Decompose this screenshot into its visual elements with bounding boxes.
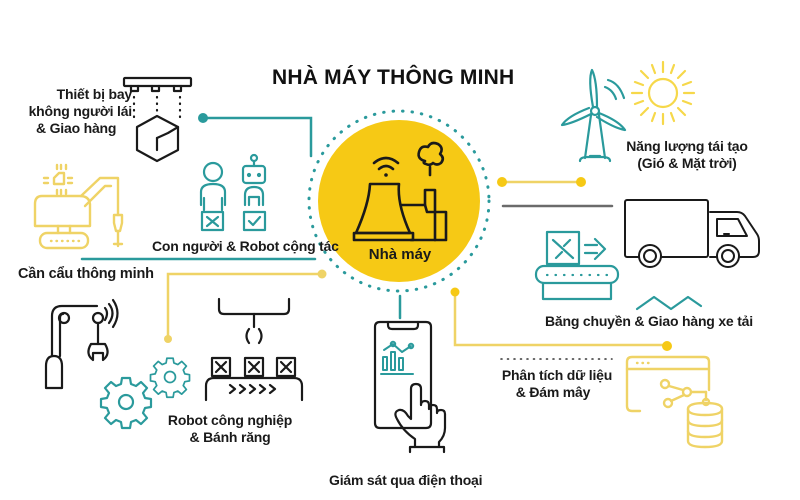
label-energy-line1: Năng lượng tái tạo: [626, 138, 748, 154]
connector-energy: [497, 177, 586, 187]
label-crane: Cần cẩu thông minh: [18, 266, 154, 282]
label-energy-line2: (Gió & Mặt trời): [637, 155, 737, 171]
connectors: [80, 113, 672, 360]
label-drone-line3: & Giao hàng: [36, 120, 117, 136]
label-data: Phân tích dữ liệu & Đám mây: [492, 367, 622, 401]
label-conveyor: Băng chuyền & Giao hàng xe tải: [545, 313, 753, 329]
connector-data: [450, 287, 672, 351]
hub-dotted-ring: [307, 109, 491, 293]
page-title: NHÀ MÁY THÔNG MINH: [272, 66, 515, 89]
label-robot-line1: Robot công nghiệp: [167, 412, 293, 428]
connector-robot: [164, 269, 327, 343]
label-robot-line2: & Bánh răng: [189, 429, 271, 445]
assembly-line-icon: [204, 297, 304, 402]
label-mobile: Giám sát qua điện thoại: [329, 472, 483, 488]
factory-hub: [307, 109, 491, 293]
wind-turbine-icon: [560, 68, 627, 163]
robot-arm-gears-icon: [44, 298, 119, 390]
label-data-line2: & Đám mây: [515, 384, 591, 400]
conveyor-icon: [534, 230, 703, 311]
label-drone: Thiết bị bay không người lái & Giao hàng: [18, 86, 133, 137]
drone-package-icon: [122, 76, 193, 163]
connector-drone: [198, 113, 313, 158]
label-cobot: Con người & Robot cộng tác: [152, 238, 339, 254]
human-robot-icon: [199, 153, 267, 232]
smart-crane-icon: [33, 163, 124, 250]
smartphone-chart-icon: [373, 320, 447, 454]
factory-wifi-icon: [352, 141, 448, 242]
label-drone-line2: không người lái: [28, 103, 133, 119]
gears-icon: [99, 357, 191, 430]
cloud-database-icon: [625, 355, 724, 449]
label-data-line1: Phân tích dữ liệu: [501, 367, 613, 383]
label-energy: Năng lượng tái tạo (Gió & Mặt trời): [622, 138, 752, 172]
hub-label: Nhà máy: [368, 246, 432, 263]
label-drone-line1: Thiết bị bay: [56, 86, 133, 102]
sun-icon: [630, 60, 696, 126]
label-robot: Robot công nghiệp & Bánh răng: [160, 412, 300, 446]
truck-icon: [624, 199, 760, 268]
